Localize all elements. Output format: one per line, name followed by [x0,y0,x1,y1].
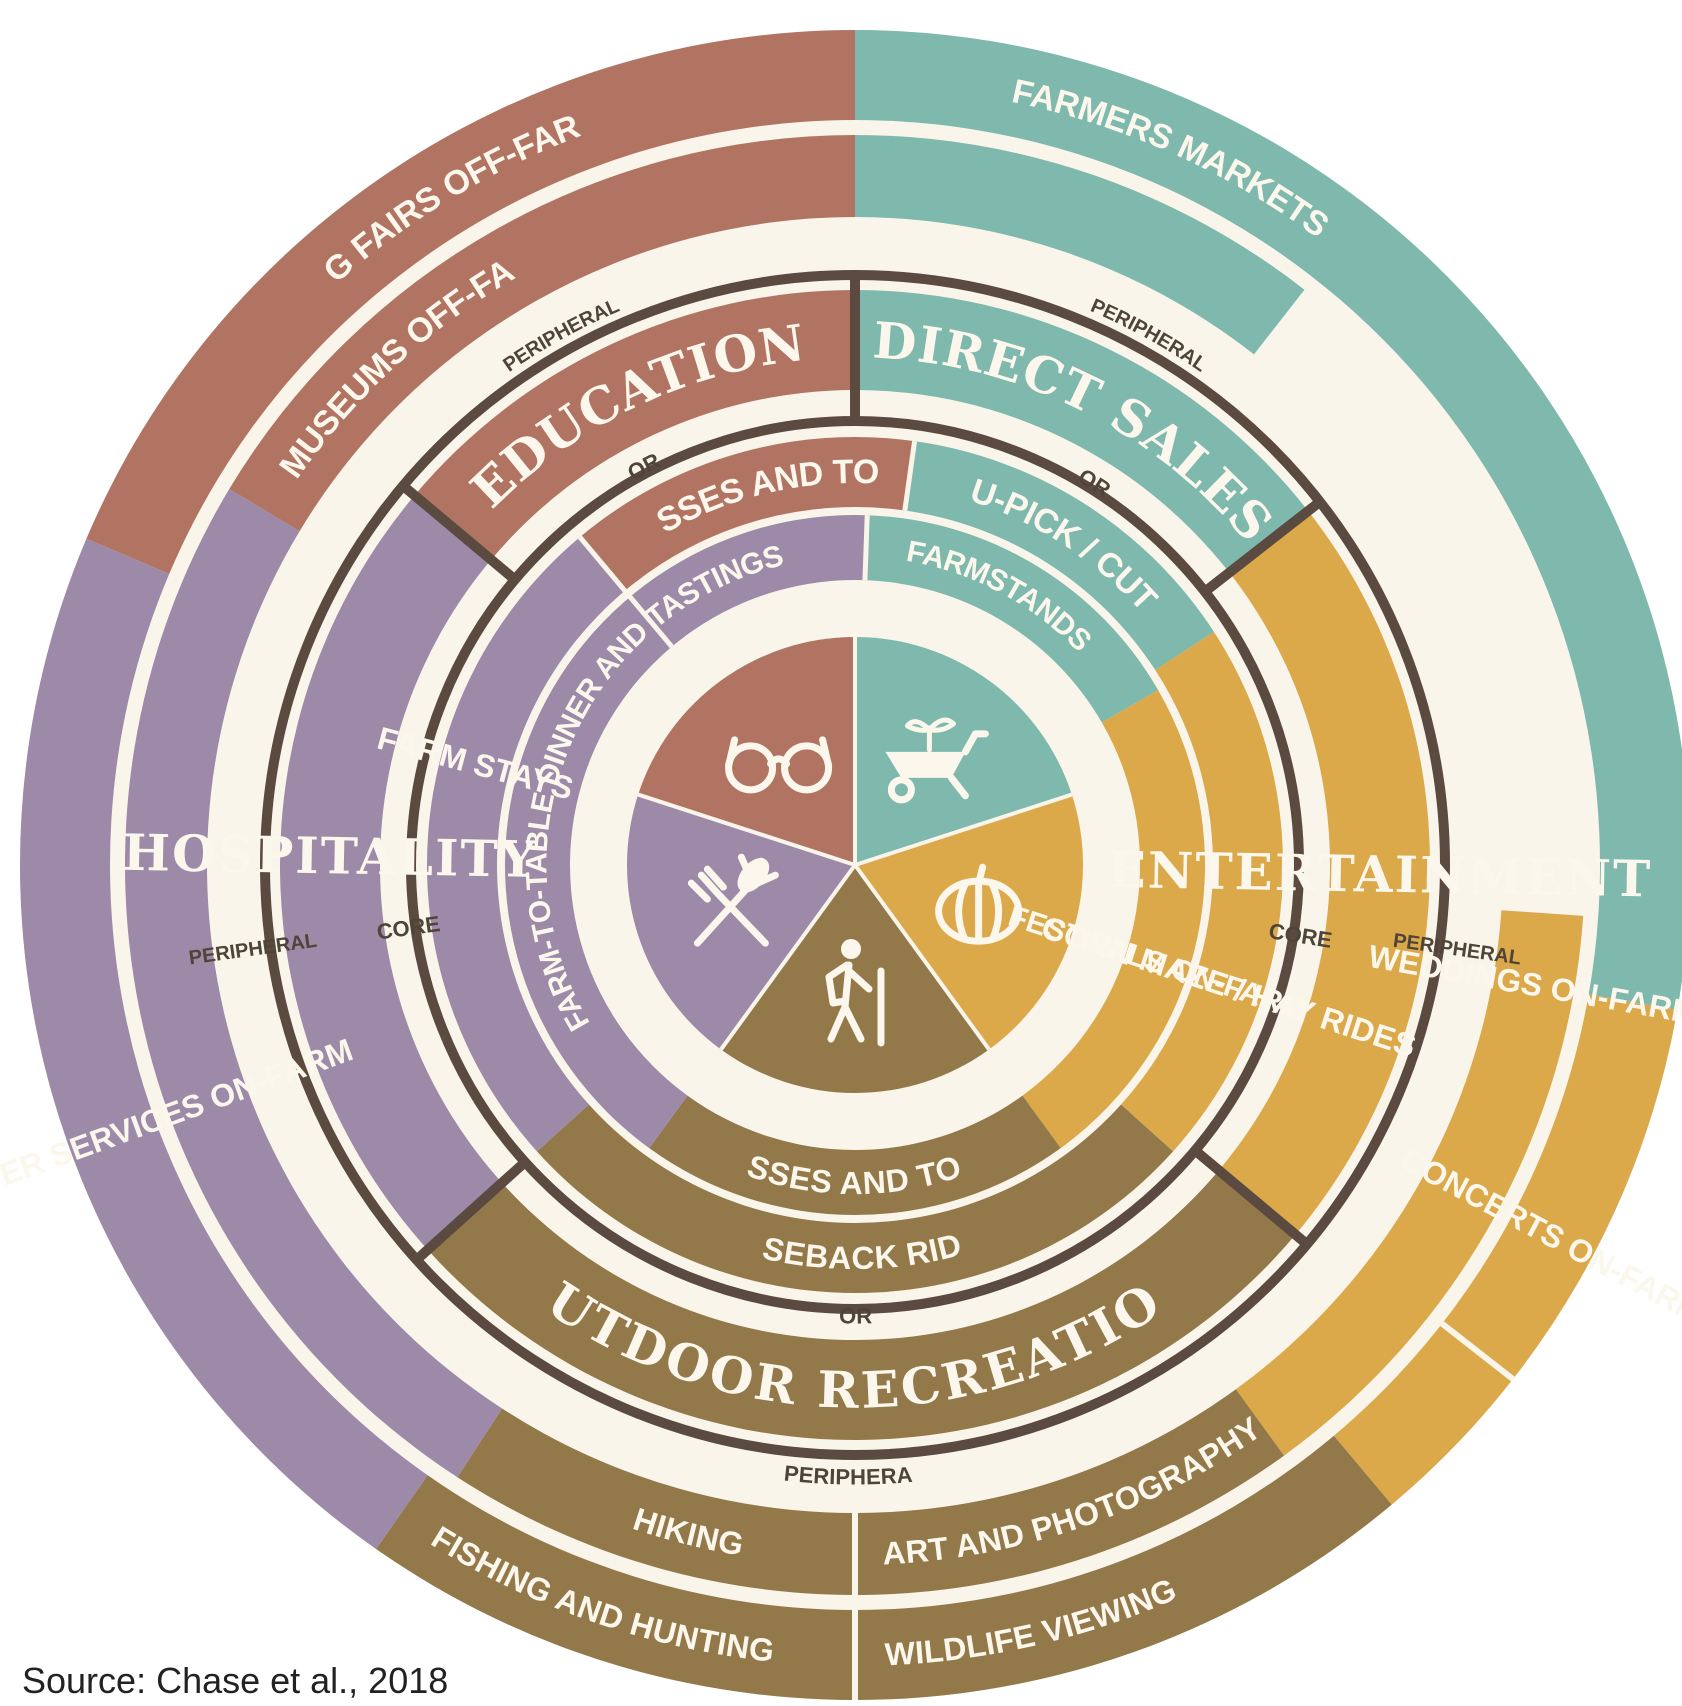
core-band-entertainment [1121,631,1283,1152]
center-wedge-entertainment [855,794,1083,1050]
peripheral-band2-entertainment [1235,910,1584,1456]
fork-spoon-icon [687,853,779,947]
divider-outdoor-hosp [413,1158,529,1264]
core-inner-band-direct-sales [864,515,1159,723]
core-sep-2 [902,440,918,511]
wheelbarrow-icon [885,717,989,804]
category-band-hospitality [279,495,503,1250]
periph-sep-2 [1440,1321,1515,1382]
category-label-hospitality: HOSPITALITY [122,823,538,889]
divider-ent-outdoor [1191,1146,1311,1249]
peripheral-band2-hospitality [125,489,503,1478]
peripheral-band-hospitality [19,538,428,1549]
category-label-entertainment: ENTERTAINMENT [1107,840,1652,908]
core-sep-1 [862,515,870,581]
hiker-icon [825,939,885,1047]
center-divider-2 [853,863,991,1051]
peripheral-band-outdoor [376,1435,1392,1700]
peripheral-band2-outdoor [457,1389,1285,1595]
peripheral-band-entertainment [1333,994,1678,1505]
center-wedge-education [638,637,855,865]
core-band-outdoor [536,1104,1174,1293]
divider-hosp-edu [399,481,519,584]
glasses-icon [725,736,833,794]
peripheral-band2-education [229,135,855,532]
category-band-direct-sales [855,290,1309,573]
core-band-direct-sales [904,441,1214,671]
center-divider-1 [854,792,1073,867]
core-inner-band-outdoor [649,1095,1061,1215]
center-divider-4 [637,792,856,867]
core-inner-band-entertainment [1022,690,1205,1149]
core-inner-band-hospitality [504,514,868,1149]
source-citation: Source: Chase et al., 2018 [22,1660,449,1701]
category-band-education [414,290,855,560]
core-band-hospitality [427,537,625,1152]
peripheral-band2-direct-sales [855,135,1305,355]
category-band-outdoor [427,1170,1296,1440]
core-sep-3 [577,535,674,649]
category-band-entertainment [1218,510,1430,1235]
divider-direct-ent [1201,497,1324,596]
pumpkin-icon [935,863,1023,945]
core-band-education [579,437,915,591]
peripheral-band-education [86,30,856,574]
peripheral-band-direct-sales [855,30,1682,1010]
center-divider-3 [719,863,857,1051]
